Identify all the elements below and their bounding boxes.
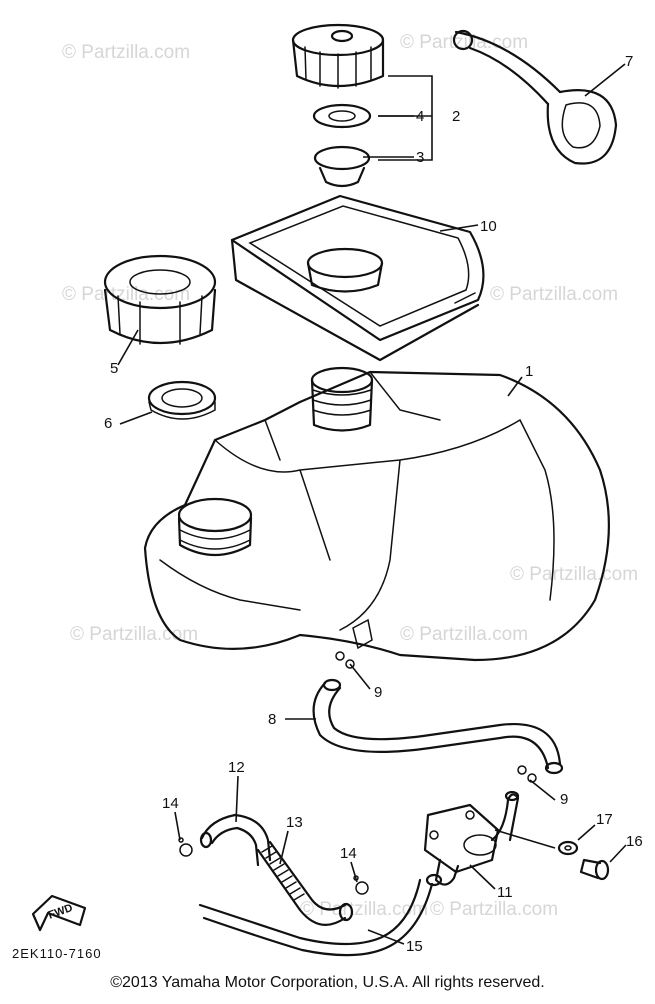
watermark: © Partzilla.com	[400, 32, 528, 53]
callout-7: 7	[625, 53, 633, 70]
callout-14: 14	[340, 845, 357, 862]
watermark: © Partzilla.com	[510, 564, 638, 585]
callouts: 1 2 3 4 5 6 7 8 9 9 10 11 12 13 14 14 15…	[104, 53, 643, 955]
fuel-hose-part	[312, 678, 564, 775]
watermark: © Partzilla.com	[300, 899, 428, 920]
callout-14: 14	[162, 795, 179, 812]
vent-hose-part	[199, 813, 272, 867]
callout-8: 8	[268, 711, 276, 728]
fuel-cock-part	[423, 790, 520, 887]
callout-4: 4	[416, 108, 424, 125]
watermark: © Partzilla.com	[430, 899, 558, 920]
callout-17: 17	[596, 811, 613, 828]
watermark: © Partzilla.com	[62, 284, 190, 305]
callout-12: 12	[228, 759, 245, 776]
leader-lines	[117, 63, 627, 945]
drain-hose-part	[198, 878, 434, 957]
callout-9: 9	[374, 684, 382, 701]
cap-gasket-part	[312, 103, 372, 129]
tank-cover-part	[230, 194, 485, 362]
forward-arrow-icon: FWD	[31, 894, 87, 932]
watermark: © Partzilla.com	[400, 624, 528, 645]
callout-6: 6	[104, 415, 112, 432]
callout-2: 2	[452, 108, 460, 125]
spring-guard-part	[256, 840, 354, 926]
callout-11: 11	[497, 884, 513, 901]
fuel-tank-part	[143, 366, 610, 662]
callout-3: 3	[416, 149, 424, 166]
watermarks: © Partzilla.com © Partzilla.com © Partzi…	[62, 32, 638, 920]
fuel-cap-part	[291, 23, 385, 89]
callout-13: 13	[286, 814, 303, 831]
hose-clip-part	[335, 651, 537, 783]
callout-9: 9	[560, 791, 568, 808]
watermark: © Partzilla.com	[70, 624, 198, 645]
filler-cap-part	[103, 254, 217, 345]
washer-part	[557, 840, 579, 856]
callout-15: 15	[406, 938, 423, 955]
cap-strap-part	[452, 29, 618, 165]
watermark: © Partzilla.com	[62, 42, 190, 63]
watermark: © Partzilla.com	[490, 284, 618, 305]
cap-seal-ring-part	[313, 145, 371, 188]
callout-16: 16	[626, 833, 643, 850]
drawing-code: 2EK110-7160	[12, 946, 102, 961]
callout-5: 5	[110, 360, 118, 377]
seal-ring-part	[147, 380, 217, 420]
copyright-notice: ©2013 Yamaha Motor Corporation, U.S.A. A…	[110, 974, 545, 991]
callout-1: 1	[525, 363, 533, 380]
screw-part	[579, 858, 610, 881]
callout-10: 10	[480, 218, 497, 235]
